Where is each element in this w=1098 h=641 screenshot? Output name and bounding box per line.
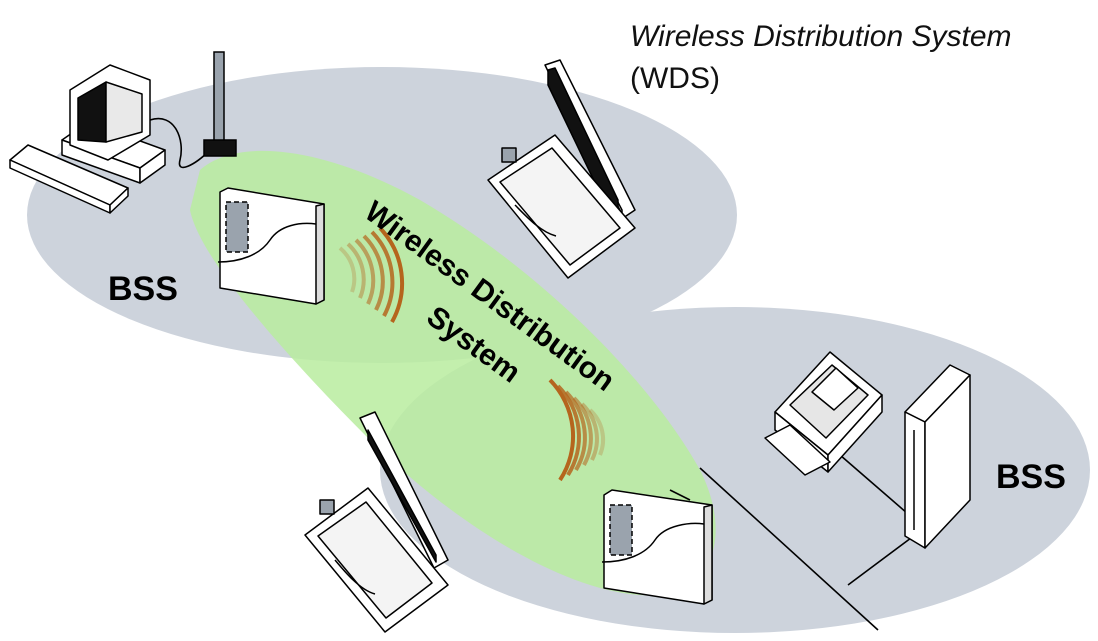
signal-waves-icon [548, 378, 606, 482]
desktop-computer-icon [9, 64, 166, 214]
access-point-icon [601, 489, 713, 605]
signal-waves-icon [338, 226, 405, 323]
laptop-icon [487, 59, 636, 279]
bss-label-bottom: BSS [996, 458, 1066, 496]
access-point-icon [217, 187, 325, 305]
antenna-icon [203, 51, 237, 157]
laptop-icon [304, 411, 449, 633]
diagram-title: Wireless Distribution System [630, 20, 1012, 53]
printer-icon [764, 351, 883, 476]
diagram-title-abbreviation: (WDS) [630, 62, 720, 95]
server-tower-icon [904, 364, 971, 549]
bss-label-top: BSS [108, 270, 178, 308]
network-cables [149, 117, 916, 631]
